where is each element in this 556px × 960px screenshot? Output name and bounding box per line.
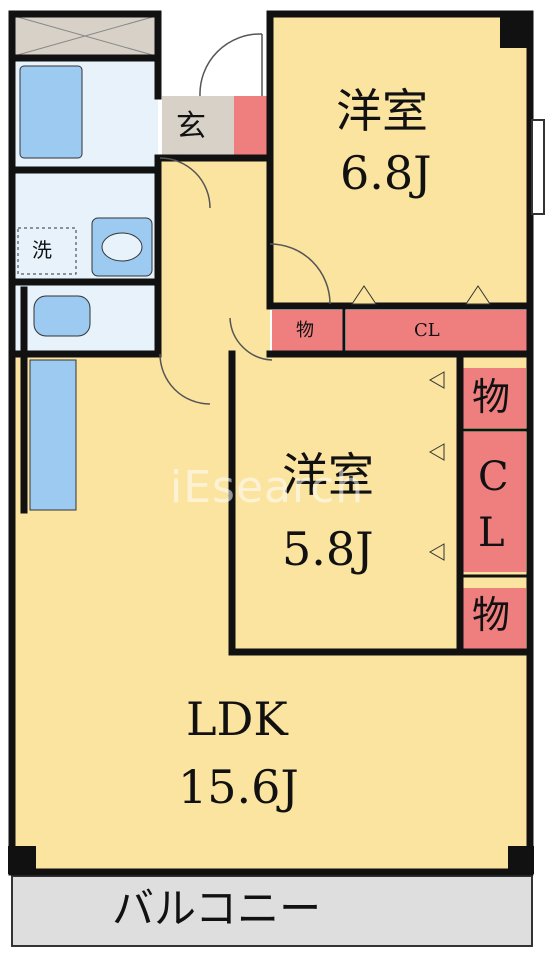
storage-c-label: 物 [472,593,511,637]
balcony-label: バルコニー [112,884,322,933]
western-top-floor [270,14,530,304]
shoe-storage [234,96,268,158]
closet-right-label-l: L [478,510,505,556]
bathtub [19,65,83,159]
entrance-label: 玄 [176,109,206,144]
western-mid-size: 5.8J [282,522,374,576]
closet-top-label: CL [414,320,440,341]
closet-top [346,310,528,352]
storage-b-label: 物 [472,375,511,419]
hallway-floor [158,158,270,354]
storage-b [462,368,526,428]
western-top-size: 6.8J [340,146,432,200]
closet-right-label-c: C [478,454,509,500]
kitchen-counter [29,359,77,511]
ldk-size: 15.6J [178,760,299,814]
closet-right [462,432,526,572]
washer-space [17,227,77,275]
balcony [11,875,533,947]
western-mid-floor [234,356,460,652]
watermark: iEsearch [170,462,365,513]
storage-a-label: 物 [296,320,314,341]
ldk-name: LDK [186,692,288,746]
western-mid-name: 洋室 [282,448,374,502]
storage-a [272,310,344,352]
washer-label: 洗 [32,238,52,262]
western-top-name: 洋室 [336,84,428,138]
genkan [162,96,234,156]
storage-c [462,588,526,650]
toilet [33,295,91,337]
